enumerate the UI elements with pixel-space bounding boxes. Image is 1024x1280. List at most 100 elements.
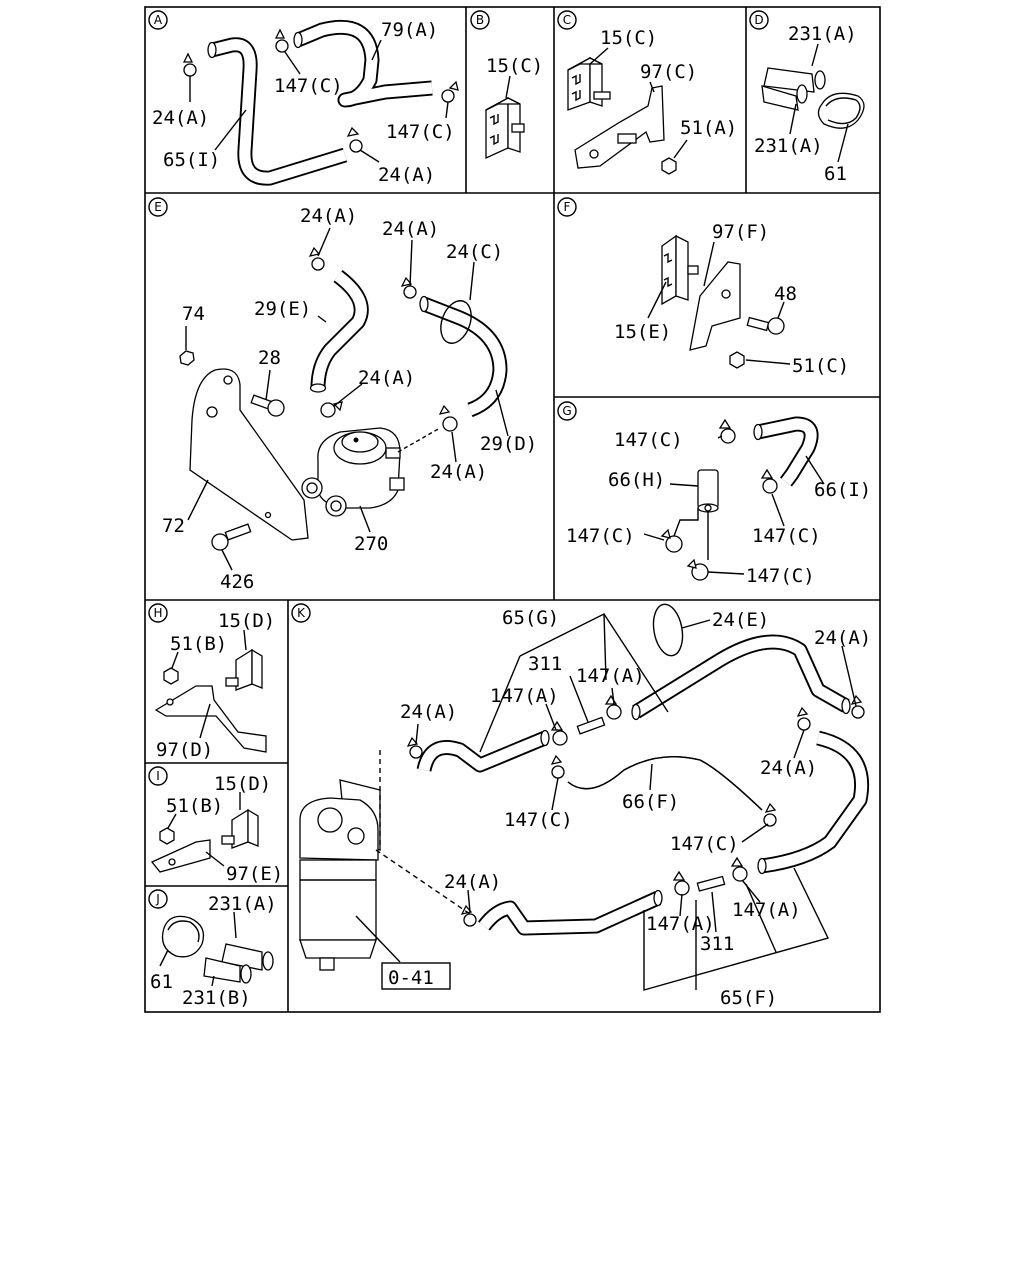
- svg-text:F: F: [564, 200, 571, 214]
- callout-24a: 24(A): [400, 701, 457, 723]
- callout-147c: 147(C): [274, 75, 343, 97]
- callout-97f: 97(F): [712, 221, 769, 243]
- callout-65g: 65(G): [502, 607, 559, 629]
- callout-147c: 147(C): [566, 525, 635, 547]
- callout-24a: 24(A): [814, 627, 871, 649]
- callout-147c: 147(C): [504, 809, 573, 831]
- sleeve-231b-icon: [203, 957, 241, 983]
- callout-15e: 15(E): [614, 321, 671, 343]
- section-k-badge: K: [291, 603, 311, 623]
- bracket-97d: [154, 685, 267, 753]
- svg-text:K: K: [297, 606, 306, 620]
- svg-text:B: B: [476, 13, 484, 27]
- callout-15c: 15(C): [600, 27, 657, 49]
- section-i-drawing: 15(D) 51(B) 97(E): [150, 773, 283, 885]
- callout-24a: 24(A): [430, 461, 487, 483]
- connector-311-icon: [696, 875, 726, 892]
- bracket-97c: [574, 85, 665, 169]
- section-a-drawing: 79(A) 147(C) 24(A) 147(C) 65(I) 24(A): [152, 19, 459, 186]
- bracket-97f: [689, 261, 741, 351]
- callout-97d: 97(D): [156, 739, 213, 761]
- clip-15c-icon: [567, 56, 611, 111]
- callout-147a: 147(A): [732, 899, 801, 921]
- diagram-frame: [144, 6, 881, 1013]
- bolt-28-icon: [250, 394, 285, 417]
- connector-311-icon: [576, 716, 606, 735]
- callout-65i: 65(I): [163, 149, 220, 171]
- callout-24a: 24(A): [378, 164, 435, 186]
- callout-24a: 24(A): [300, 205, 357, 227]
- callout-24a: 24(A): [358, 367, 415, 389]
- bolt-icon: [617, 133, 637, 144]
- callout-15d: 15(D): [218, 610, 275, 632]
- svg-text:E: E: [154, 200, 162, 214]
- callout-51b: 51(B): [170, 633, 227, 655]
- nut-51b-icon: [163, 667, 179, 685]
- callout-51c: 51(C): [792, 355, 849, 377]
- callout-28: 28: [258, 347, 281, 369]
- section-g-drawing: 147(C) 66(H) 66(I) 147(C) 147(C) 147(C): [566, 416, 871, 587]
- callout-0-41: 0-41: [388, 967, 434, 989]
- callout-24c: 24(C): [446, 241, 503, 263]
- callout-231a: 231(A): [754, 135, 823, 157]
- clip-15e-icon: [661, 234, 699, 306]
- callout-79a: 79(A): [381, 19, 438, 41]
- section-e-badge: E: [148, 197, 168, 217]
- section-d-badge: D: [749, 10, 769, 30]
- callout-426: 426: [220, 571, 254, 593]
- callout-24a: 24(A): [760, 757, 817, 779]
- section-a-badge: A: [148, 10, 168, 30]
- section-k-drawing: 65(G) 24(E) 24(A) 311 147(A) 147(A) 24(A…: [299, 603, 871, 1009]
- svg-text:H: H: [153, 606, 162, 620]
- clip-15c-icon: [485, 96, 525, 160]
- svg-text:I: I: [156, 769, 160, 783]
- callout-15c: 15(C): [486, 55, 543, 77]
- svg-text:C: C: [563, 13, 571, 27]
- callout-147c: 147(C): [386, 121, 455, 143]
- callout-66h: 66(H): [608, 469, 665, 491]
- callout-29d: 29(D): [480, 433, 537, 455]
- clip-15d-icon: [221, 808, 259, 849]
- callout-65f: 65(F): [720, 987, 777, 1009]
- callout-147a: 147(A): [576, 665, 645, 687]
- bolt-48-icon: [746, 316, 785, 335]
- section-labels: A B C D E F G H I J K: [148, 10, 769, 909]
- callout-270: 270: [354, 533, 388, 555]
- callout-97e: 97(E): [226, 863, 283, 885]
- callout-72: 72: [162, 515, 185, 537]
- svg-text:D: D: [754, 13, 763, 27]
- section-d-drawing: 231(A) 231(A) 61: [754, 23, 865, 185]
- callout-24a: 24(A): [444, 871, 501, 893]
- nut-74-icon: [179, 350, 195, 366]
- callout-147c: 147(C): [670, 833, 739, 855]
- section-f-drawing: 97(F) 48 15(E) 51(C): [614, 221, 849, 377]
- callout-147c: 147(C): [614, 429, 683, 451]
- callout-15d: 15(D): [214, 773, 271, 795]
- nut-51c-icon: [729, 351, 745, 369]
- reference-box-0-41: [381, 962, 451, 990]
- callout-231a: 231(A): [208, 893, 277, 915]
- callout-24a: 24(A): [382, 218, 439, 240]
- callout-24a: 24(A): [152, 107, 209, 129]
- section-g-badge: G: [557, 401, 577, 421]
- fuel-filter-0-41: [299, 750, 471, 971]
- callout-231a: 231(A): [788, 23, 857, 45]
- svg-text:G: G: [562, 404, 571, 418]
- bracket-72: [189, 368, 309, 541]
- callout-61: 61: [150, 971, 173, 993]
- callout-311: 311: [700, 933, 734, 955]
- clip-15d-icon: [225, 648, 263, 691]
- section-b-badge: B: [470, 10, 490, 30]
- callout-147c: 147(C): [752, 525, 821, 547]
- callout-48: 48: [774, 283, 797, 305]
- section-b-drawing: 15(C): [485, 55, 543, 160]
- cover-61-icon: [161, 915, 205, 958]
- section-c-badge: C: [557, 10, 577, 30]
- svg-text:A: A: [154, 13, 163, 27]
- bracket-97e: [150, 839, 211, 873]
- nut-51a-icon: [661, 157, 677, 175]
- callout-231b: 231(B): [182, 987, 251, 1009]
- callout-66f: 66(F): [622, 791, 679, 813]
- bolt-426-icon: [211, 523, 252, 551]
- callout-147a: 147(A): [490, 685, 559, 707]
